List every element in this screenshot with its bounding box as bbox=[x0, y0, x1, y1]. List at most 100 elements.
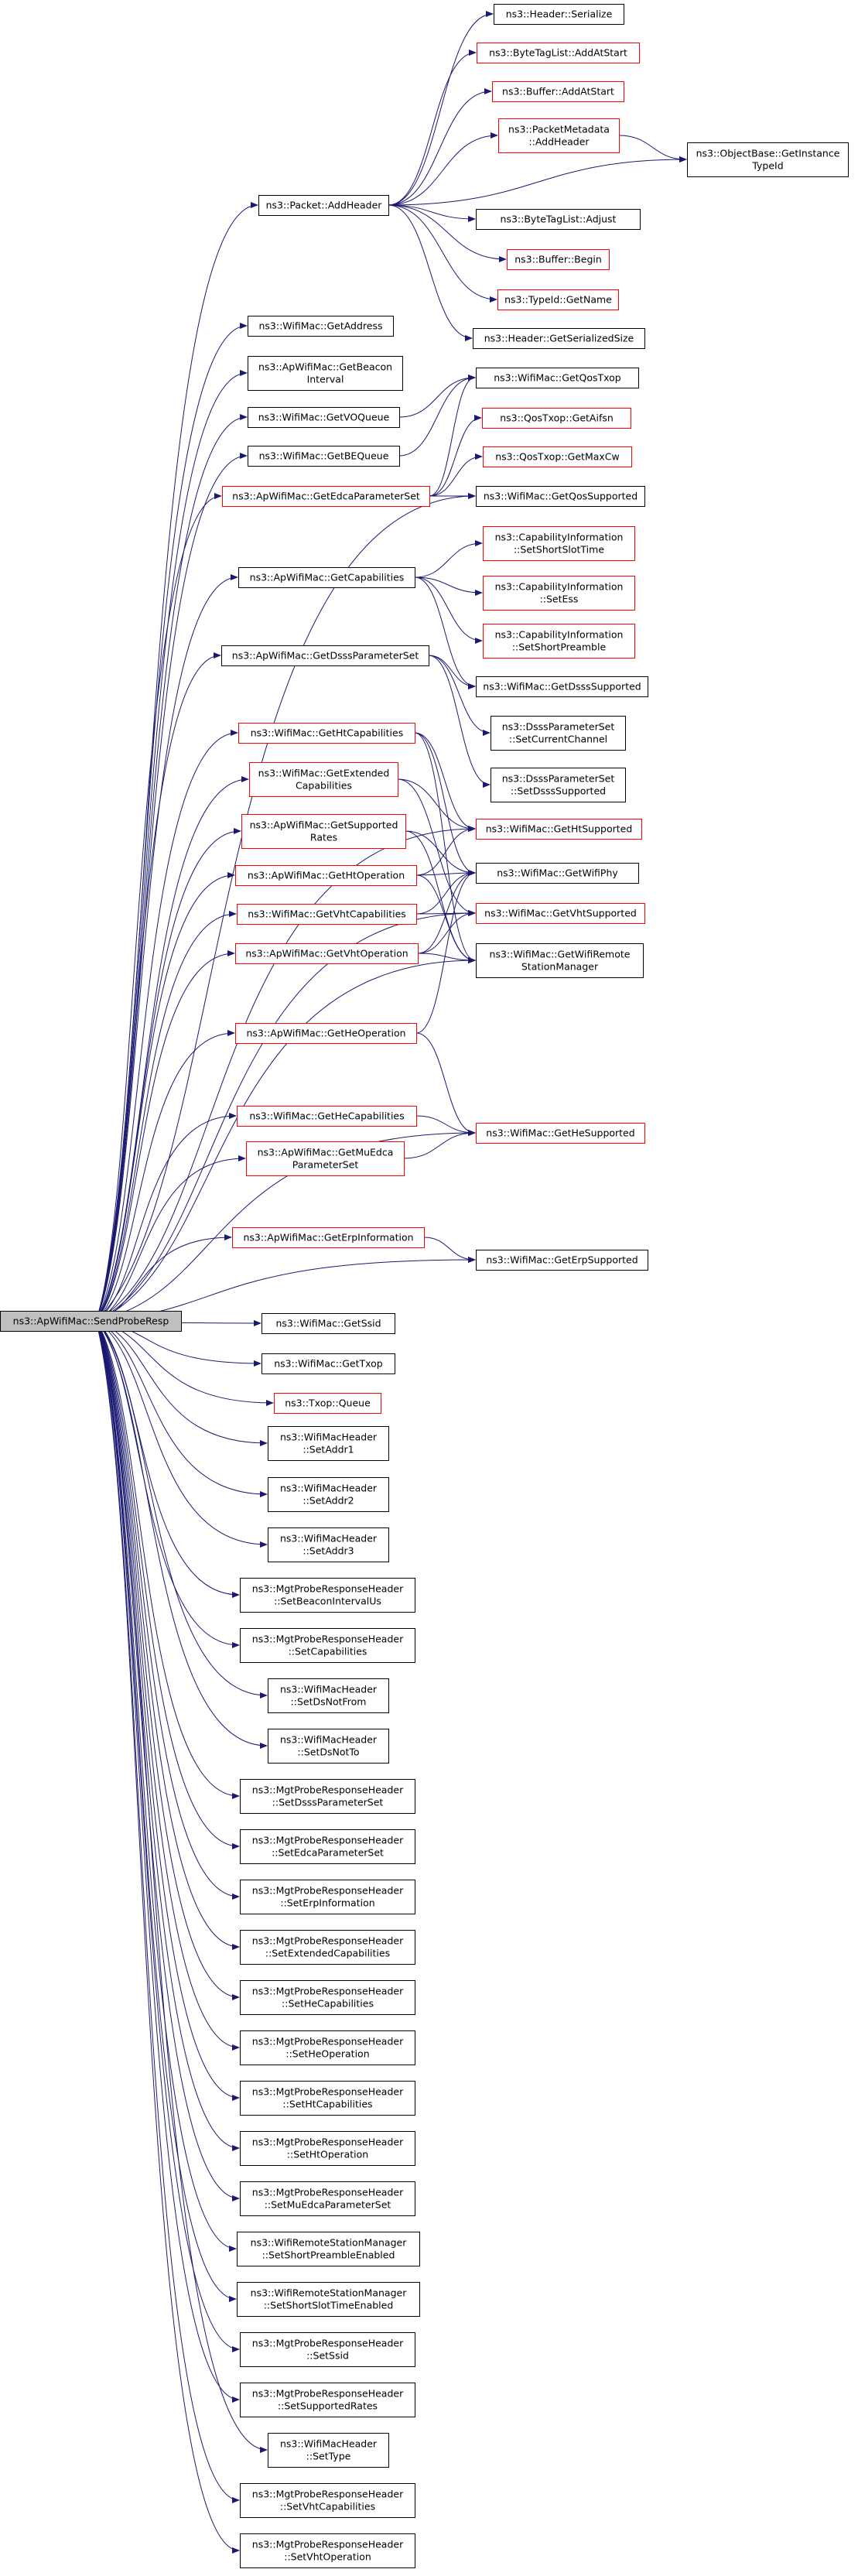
node-GetVhtOperation[interactable]: ns3::ApWifiMac::GetVhtOperation bbox=[235, 943, 419, 964]
node-GetVOQueue[interactable]: ns3::WifiMac::GetVOQueue bbox=[248, 407, 400, 428]
node-SetShortSlotTimeEnabled[interactable]: ns3::WifiRemoteStationManager::SetShortS… bbox=[237, 2282, 420, 2317]
node-GetErpSupported[interactable]: ns3::WifiMac::GetErpSupported bbox=[476, 1250, 648, 1271]
node-GetVhtSupported[interactable]: ns3::WifiMac::GetVhtSupported bbox=[476, 903, 645, 924]
node-GetQosTxop[interactable]: ns3::WifiMac::GetQosTxop bbox=[476, 368, 639, 388]
node-label: ns3::WifiMac::GetVhtCapabilities bbox=[248, 908, 406, 920]
node-SetType[interactable]: ns3::WifiMacHeader::SetType bbox=[268, 2433, 389, 2468]
node-SetEdcaParameterSet[interactable]: ns3::MgtProbeResponseHeader::SetEdcaPara… bbox=[240, 1829, 415, 1864]
node-GetSerializedSize[interactable]: ns3::Header::GetSerializedSize bbox=[473, 328, 645, 349]
node-GetDsssSupported[interactable]: ns3::WifiMac::GetDsssSupported bbox=[476, 676, 648, 697]
node-SetDsssSupported[interactable]: ns3::DsssParameterSet::SetDsssSupported bbox=[491, 768, 626, 802]
node-label: ns3::WifiMacHeader bbox=[280, 1483, 378, 1494]
node-SetShortPreambleEnabled[interactable]: ns3::WifiRemoteStationManager::SetShortP… bbox=[237, 2232, 420, 2266]
node-label: ns3::WifiMac::GetWifiPhy bbox=[497, 867, 618, 879]
node-GetAifsn[interactable]: ns3::QosTxop::GetAifsn bbox=[482, 408, 631, 429]
node-TxopQueue[interactable]: ns3::Txop::Queue bbox=[274, 1393, 381, 1414]
node-PMAddHeader[interactable]: ns3::PacketMetadata::AddHeader bbox=[498, 118, 620, 153]
node-GetMaxCw[interactable]: ns3::QosTxop::GetMaxCw bbox=[483, 446, 632, 467]
edge-SendProbeResp-to-GetHtCapabilities bbox=[95, 730, 238, 1322]
node-GetHtOperation[interactable]: ns3::ApWifiMac::GetHtOperation bbox=[235, 865, 417, 886]
edge-SendProbeResp-to-GetQosSupported bbox=[95, 493, 476, 1322]
nodes: ns3::ApWifiMac::SendProbeResp ns3::Packet… bbox=[0, 4, 849, 2568]
node-GetWifiPhy[interactable]: ns3::WifiMac::GetWifiPhy bbox=[476, 863, 639, 884]
node-box bbox=[237, 904, 417, 925]
node-SetExtendedCapabilities[interactable]: ns3::MgtProbeResponseHeader::SetExtended… bbox=[240, 1930, 415, 1965]
node-GetHtCapabilities[interactable]: ns3::WifiMac::GetHtCapabilities bbox=[238, 723, 415, 744]
node-SetBeaconIntervalUs[interactable]: ns3::MgtProbeResponseHeader::SetBeaconIn… bbox=[240, 1578, 415, 1613]
node-GetEdcaParameterSet[interactable]: ns3::ApWifiMac::GetEdcaParameterSet bbox=[222, 486, 430, 507]
node-GetWifiRemoteStationManager[interactable]: ns3::WifiMac::GetWifiRemoteStationManage… bbox=[476, 943, 644, 978]
node-BufAddAtStart[interactable]: ns3::Buffer::AddAtStart bbox=[492, 81, 624, 102]
edge-GetHtCapabilities-to-GetWifiPhy bbox=[414, 732, 476, 876]
node-GetTxop[interactable]: ns3::WifiMac::GetTxop bbox=[262, 1353, 395, 1374]
node-label: ns3::CapabilityInformation bbox=[495, 629, 624, 641]
node-GetDsssParameterSet[interactable]: ns3::ApWifiMac::GetDsssParameterSet bbox=[221, 645, 429, 666]
node-box bbox=[221, 645, 429, 666]
node-SetHeOperation[interactable]: ns3::MgtProbeResponseHeader::SetHeOperat… bbox=[240, 2030, 415, 2065]
node-SetSsid[interactable]: ns3::MgtProbeResponseHeader::SetSsid bbox=[240, 2332, 415, 2367]
node-SetDsNotFrom[interactable]: ns3::WifiMacHeader::SetDsNotFrom bbox=[268, 1678, 389, 1713]
node-label: Interval bbox=[307, 374, 344, 385]
node-label: ns3::ApWifiMac::GetSupported bbox=[250, 819, 398, 831]
node-label: ns3::MgtProbeResponseHeader bbox=[252, 2338, 404, 2349]
edge-SendProbeResp-to-SetVhtOperation bbox=[95, 1320, 240, 2554]
node-label: ns3::DsssParameterSet bbox=[502, 773, 615, 785]
node-SetHtOperation[interactable]: ns3::MgtProbeResponseHeader::SetHtOperat… bbox=[240, 2131, 415, 2166]
node-box bbox=[497, 289, 619, 310]
node-SetCapabilities[interactable]: ns3::MgtProbeResponseHeader::SetCapabili… bbox=[240, 1628, 415, 1663]
node-SetDsNotTo[interactable]: ns3::WifiMacHeader::SetDsNotTo bbox=[268, 1729, 389, 1764]
node-SetVhtCapabilities[interactable]: ns3::MgtProbeResponseHeader::SetVhtCapab… bbox=[240, 2483, 415, 2518]
node-SetAddr2[interactable]: ns3::WifiMacHeader::SetAddr2 bbox=[268, 1477, 389, 1512]
node-box bbox=[237, 1106, 417, 1127]
node-SetShortSlotTime[interactable]: ns3::CapabilityInformation::SetShortSlot… bbox=[483, 526, 635, 561]
node-SetShortPreamble[interactable]: ns3::CapabilityInformation::SetShortPrea… bbox=[483, 624, 635, 659]
node-box bbox=[235, 865, 417, 886]
node-GetHeOperation[interactable]: ns3::ApWifiMac::GetHeOperation bbox=[235, 1023, 417, 1044]
node-GetBEQueue[interactable]: ns3::WifiMac::GetBEQueue bbox=[248, 446, 400, 467]
node-SetDsssParameterSet[interactable]: ns3::MgtProbeResponseHeader::SetDsssPara… bbox=[240, 1779, 415, 1814]
node-GetQosSupported[interactable]: ns3::WifiMac::GetQosSupported bbox=[476, 486, 645, 507]
node-GetAddress[interactable]: ns3::WifiMac::GetAddress bbox=[248, 316, 394, 337]
edge-GetBEQueue-to-GetQosTxop bbox=[398, 375, 476, 457]
node-SetSupportedRates[interactable]: ns3::MgtProbeResponseHeader::SetSupporte… bbox=[240, 2383, 415, 2417]
node-box bbox=[476, 486, 645, 507]
node-SetEss[interactable]: ns3::CapabilityInformation::SetEss bbox=[483, 576, 635, 611]
node-BufBegin[interactable]: ns3::Buffer::Begin bbox=[507, 249, 610, 270]
node-GetVhtCapabilities[interactable]: ns3::WifiMac::GetVhtCapabilities bbox=[237, 904, 417, 925]
node-SetAddr3[interactable]: ns3::WifiMacHeader::SetAddr3 bbox=[268, 1527, 389, 1562]
edge-SendProbeResp-to-SetErpInformation bbox=[95, 1320, 240, 1900]
node-SendProbeResp[interactable]: ns3::ApWifiMac::SendProbeResp bbox=[0, 1311, 182, 1332]
node-SetHtCapabilities[interactable]: ns3::MgtProbeResponseHeader::SetHtCapabi… bbox=[240, 2081, 415, 2116]
node-Serialize[interactable]: ns3::Header::Serialize bbox=[494, 4, 624, 25]
node-label: ns3::ApWifiMac::GetCapabilities bbox=[250, 572, 405, 583]
node-label: ns3::Buffer::Begin bbox=[514, 254, 602, 265]
node-SetVhtOperation[interactable]: ns3::MgtProbeResponseHeader::SetVhtOpera… bbox=[240, 2533, 415, 2568]
edge-SendProbeResp-to-GetExtendedCapabilities bbox=[95, 776, 249, 1322]
edge-SendProbeResp-to-SetAddr1 bbox=[95, 1320, 268, 1446]
edge-AddHeader-to-BufAddAtStart bbox=[388, 88, 492, 206]
node-GetSsid[interactable]: ns3::WifiMac::GetSsid bbox=[262, 1313, 395, 1334]
node-BTLAddAtStart[interactable]: ns3::ByteTagList::AddAtStart bbox=[477, 43, 640, 63]
node-SetCurrentChannel[interactable]: ns3::DsssParameterSet::SetCurrentChannel bbox=[491, 716, 626, 751]
node-GetCapabilities[interactable]: ns3::ApWifiMac::GetCapabilities bbox=[238, 567, 415, 588]
node-GetHtSupported[interactable]: ns3::WifiMac::GetHtSupported bbox=[476, 819, 642, 840]
node-GetErpInformation[interactable]: ns3::ApWifiMac::GetErpInformation bbox=[232, 1227, 425, 1248]
node-TypeIdGetName[interactable]: ns3::TypeId::GetName bbox=[497, 289, 619, 310]
node-SetMuEdcaParameterSet[interactable]: ns3::MgtProbeResponseHeader::SetMuEdcaPa… bbox=[240, 2181, 415, 2216]
node-GetHeCapabilities[interactable]: ns3::WifiMac::GetHeCapabilities bbox=[237, 1106, 417, 1127]
node-GetHeSupported[interactable]: ns3::WifiMac::GetHeSupported bbox=[476, 1123, 645, 1144]
node-AddHeader[interactable]: ns3::Packet::AddHeader bbox=[258, 195, 389, 216]
node-label: ::SetHtCapabilities bbox=[282, 2099, 372, 2110]
node-SetErpInformation[interactable]: ns3::MgtProbeResponseHeader::SetErpInfor… bbox=[240, 1880, 415, 1914]
node-BTLAdjust[interactable]: ns3::ByteTagList::Adjust bbox=[476, 209, 641, 230]
edge-GetVhtOperation-to-GetWifiRemoteStationManager bbox=[417, 953, 476, 963]
node-box bbox=[240, 1880, 415, 1914]
node-label: ::SetDsssSupported bbox=[511, 785, 606, 797]
node-SetAddr1[interactable]: ns3::WifiMacHeader::SetAddr1 bbox=[268, 1426, 389, 1461]
node-SetHeCapabilities[interactable]: ns3::MgtProbeResponseHeader::SetHeCapabi… bbox=[240, 1980, 415, 2015]
